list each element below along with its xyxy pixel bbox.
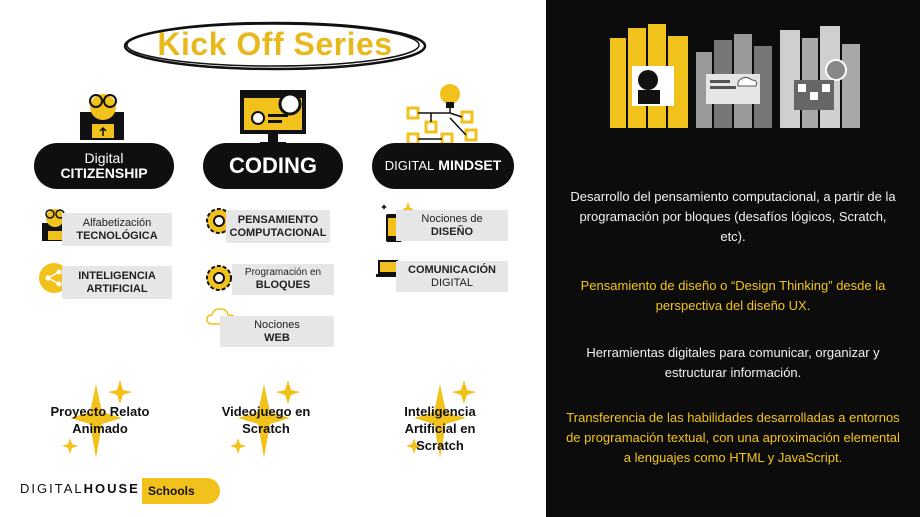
- coding-label: CODING: [229, 152, 317, 178]
- title-block: Kick Off Series: [120, 18, 430, 72]
- citizenship-line1: Digital: [84, 149, 124, 166]
- alfabetizacion-line1: Alfabetización: [82, 216, 152, 229]
- category-citizenship: Digital CITIZENSHIP: [34, 143, 174, 189]
- title-scribble-icon: [123, 21, 427, 71]
- mindset-line1: DIGITAL: [384, 157, 435, 173]
- description-3: Herramientas digitales para comunicar, o…: [586, 345, 880, 381]
- lightbulb-network-icon: [406, 84, 478, 146]
- brand-house: HOUSE: [83, 481, 140, 496]
- web-line2: WEB: [264, 331, 290, 344]
- right-panel: Desarrollo del pensamiento computacional…: [546, 0, 920, 517]
- category-mindset: DIGITAL MINDSET: [372, 143, 514, 189]
- page-title: Kick Off Series: [157, 26, 393, 62]
- topic-diseno: Nociones de DISEÑO: [396, 210, 508, 241]
- bloques-line2: BLOQUES: [255, 278, 311, 291]
- topic-pensamiento: PENSAMIENTO COMPUTACIONAL: [226, 210, 330, 243]
- books-illustration: [610, 24, 860, 128]
- project-videojuego: Videojuego en Scratch: [202, 404, 330, 438]
- pensamiento-line1: PENSAMIENTO: [237, 213, 319, 226]
- person-glasses-icon: [42, 209, 68, 241]
- topic-web: Nociones WEB: [220, 316, 334, 347]
- person-glasses-icon: [80, 94, 124, 140]
- comunicacion-line1: COMUNICACIÓN: [408, 263, 496, 276]
- project-relato-line2: Animado: [72, 420, 128, 436]
- gear-icon: [206, 265, 232, 291]
- ia-line1: INTELIGENCIA: [78, 269, 156, 282]
- project-ia-line3: Scratch: [416, 437, 464, 453]
- project-ia-scratch: Inteligencia Artificial en Scratch: [376, 404, 504, 455]
- laptop-gear-icon: [240, 90, 306, 145]
- description-4: Transferencia de las habilidades desarro…: [566, 410, 900, 466]
- topic-ia: INTELIGENCIA ARTIFICIAL: [62, 266, 172, 299]
- network-icon: [39, 263, 69, 293]
- sparkle-icon: [230, 380, 300, 458]
- diseno-line2: DISEÑO: [430, 225, 474, 238]
- pensamiento-line2: COMPUTACIONAL: [229, 226, 327, 239]
- project-relato-line1: Proyecto Relato: [50, 404, 150, 419]
- project-videojuego-line1: Videojuego en: [221, 404, 311, 419]
- project-relato: Proyecto Relato Animado: [36, 404, 164, 438]
- alfabetizacion-line2: TECNOLÓGICA: [76, 229, 158, 242]
- bloques-line1: Programación en: [244, 267, 322, 279]
- ia-line2: ARTIFICIAL: [86, 282, 148, 295]
- topic-comunicacion: COMUNICACIÓN DIGITAL: [396, 261, 508, 292]
- sparkle-icon: [62, 380, 132, 458]
- diseno-line1: Nociones de: [421, 212, 483, 225]
- schools-badge: Schools: [142, 478, 220, 504]
- topic-alfabetizacion: Alfabetización TECNOLÓGICA: [62, 213, 172, 246]
- web-line1: Nociones: [254, 318, 300, 331]
- citizenship-line2: CITIZENSHIP: [60, 165, 148, 181]
- megaphone-laptop-icon: [376, 260, 400, 277]
- sparkle-icon: [406, 380, 476, 458]
- category-coding: CODING: [203, 143, 343, 189]
- brand-digital: DIGITAL: [20, 481, 84, 496]
- project-videojuego-line2: Scratch: [242, 420, 290, 436]
- project-ia-line1: Inteligencia: [404, 404, 476, 419]
- comunicacion-line2: DIGITAL: [431, 276, 473, 289]
- project-ia-line2: Artificial en: [404, 420, 476, 436]
- brand-logo: DIGITALHOUSE: [20, 481, 140, 496]
- topic-bloques: Programación en BLOQUES: [232, 264, 334, 295]
- left-panel: Kick Off Series Dig: [20, 18, 514, 504]
- description-1: Desarrollo del pensamiento computacional…: [570, 189, 896, 245]
- description-2: Pensamiento de diseño o “Design Thinking…: [580, 278, 886, 314]
- mindset-line2: MINDSET: [438, 157, 502, 174]
